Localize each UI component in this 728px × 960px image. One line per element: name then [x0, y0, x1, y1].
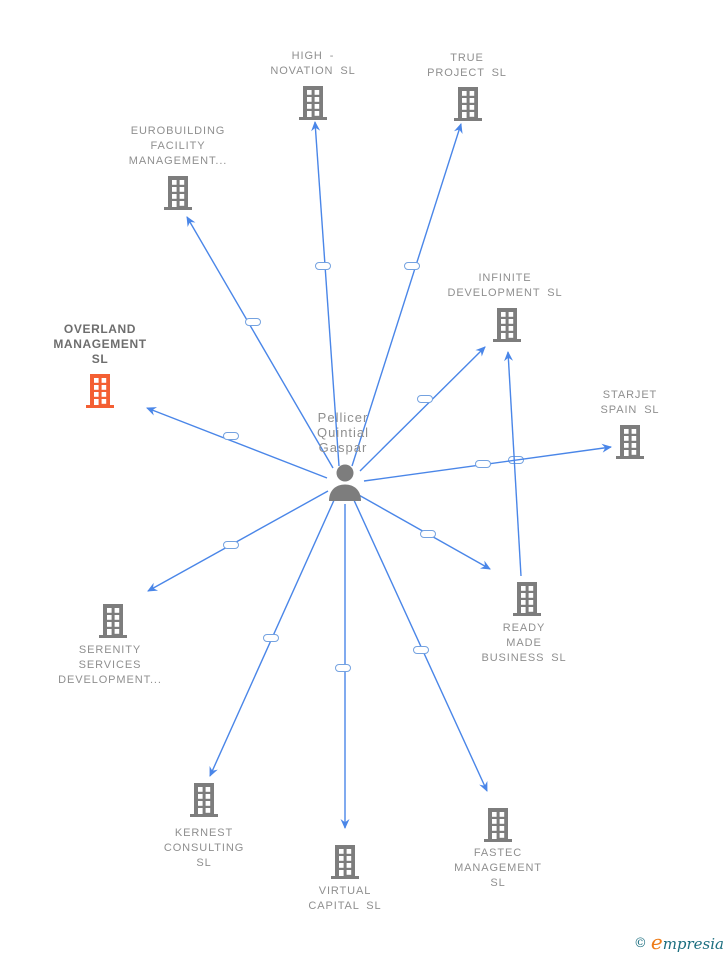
empresia-logo: ©empresia — [634, 930, 724, 954]
building-icon — [483, 808, 513, 842]
relationship-label — [404, 262, 420, 270]
relationship-edge — [351, 123, 463, 467]
relationship-edge — [352, 497, 488, 792]
relationship-label — [475, 460, 491, 468]
relationship-edge — [504, 351, 522, 577]
building-icon — [453, 87, 483, 121]
relationship-edge — [186, 216, 334, 469]
building-icon — [615, 425, 645, 459]
relationship-label — [245, 318, 261, 326]
relationship-label — [420, 530, 436, 538]
relationship-label — [315, 262, 331, 270]
building-icon — [512, 582, 542, 616]
relationship-label — [417, 395, 433, 403]
brand-text: empresia — [650, 930, 724, 954]
building-icon — [330, 845, 360, 879]
person-icon[interactable] — [327, 463, 363, 503]
relationship-edge — [311, 121, 340, 467]
relationship-label — [263, 634, 279, 642]
building-icon — [163, 176, 193, 210]
building-icon — [298, 86, 328, 120]
relationship-edge — [146, 407, 328, 479]
building-icon — [189, 783, 219, 817]
relationship-label — [223, 541, 239, 549]
relationship-edge — [359, 346, 486, 472]
relationship-label — [223, 432, 239, 440]
relationship-label — [413, 646, 429, 654]
relationship-edge — [147, 490, 329, 592]
building-icon — [85, 374, 115, 408]
building-icon — [492, 308, 522, 342]
building-icon — [98, 604, 128, 638]
relationship-label — [335, 664, 351, 672]
company-label: HIGH -NOVATION SL — [270, 50, 356, 77]
copyright-symbol: © — [633, 936, 647, 951]
